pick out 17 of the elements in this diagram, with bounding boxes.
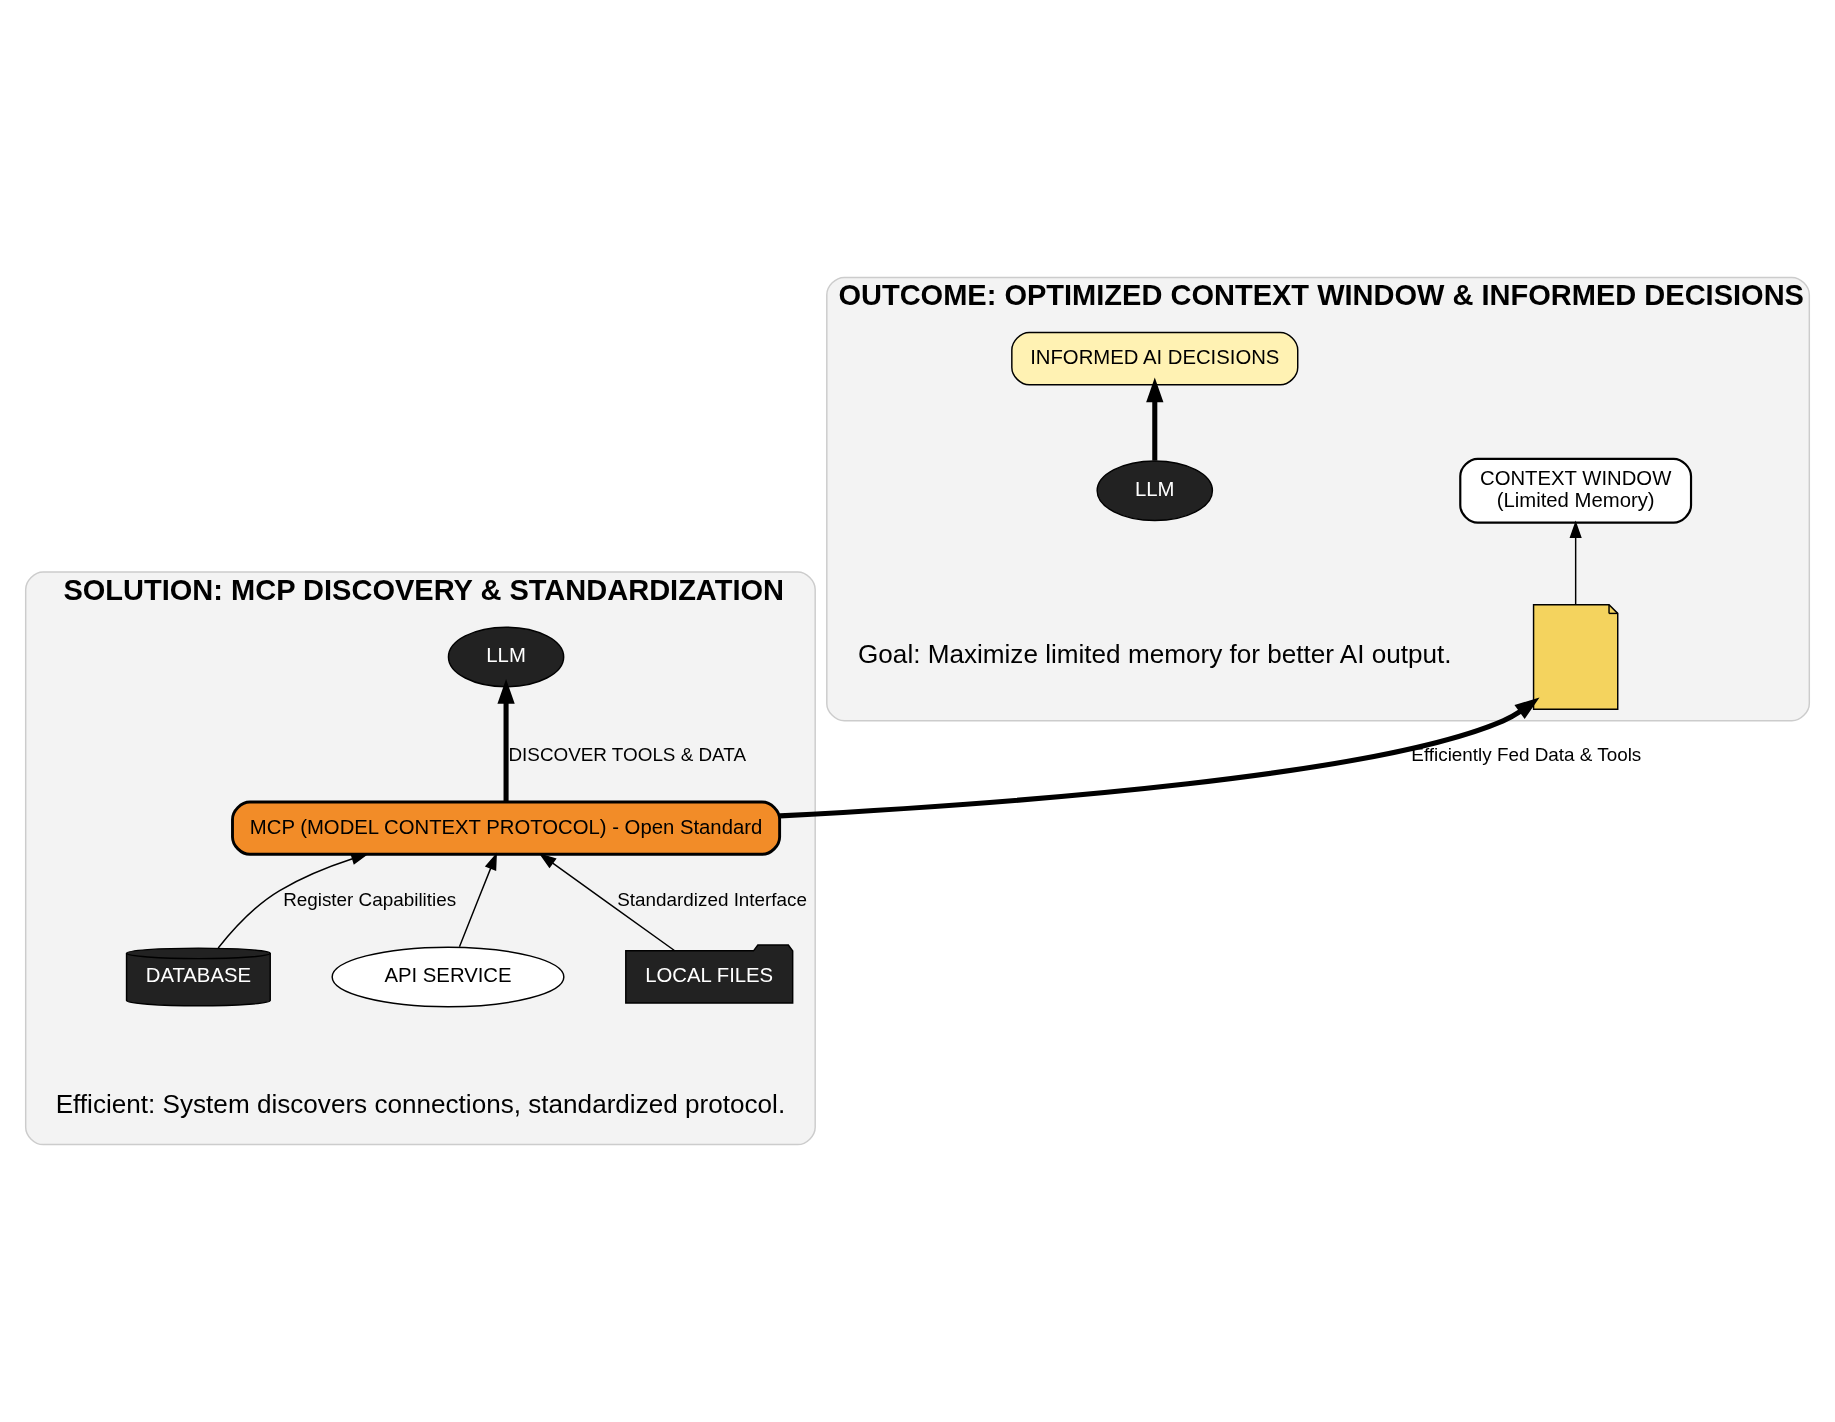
arrow	[497, 679, 515, 802]
arrow	[779, 697, 1540, 819]
edge-label: Register Capabilities	[283, 888, 457, 910]
arrow	[458, 852, 497, 948]
node-ellipse: API SERVICE	[331, 946, 565, 1008]
node-box: INFORMED AI DECISIONS	[1011, 331, 1299, 386]
node-ellipse: LLM	[1096, 460, 1214, 522]
arrow	[1146, 377, 1164, 461]
node-box: CONTEXT WINDOW (Limited Memory)	[1459, 457, 1693, 524]
node-box: MCP (MODEL CONTEXT PROTOCOL) - Open Standard	[231, 800, 782, 856]
edge-label: Efficiently Fed Data & Tools	[1411, 743, 1642, 765]
node-ellipse: LLM	[447, 626, 565, 688]
edge-label: DISCOVER TOOLS & DATA	[508, 743, 747, 765]
arrow	[538, 853, 676, 952]
arrow	[1569, 520, 1582, 605]
arrow	[217, 853, 369, 949]
edge-label: Standardized Interface	[617, 888, 808, 910]
